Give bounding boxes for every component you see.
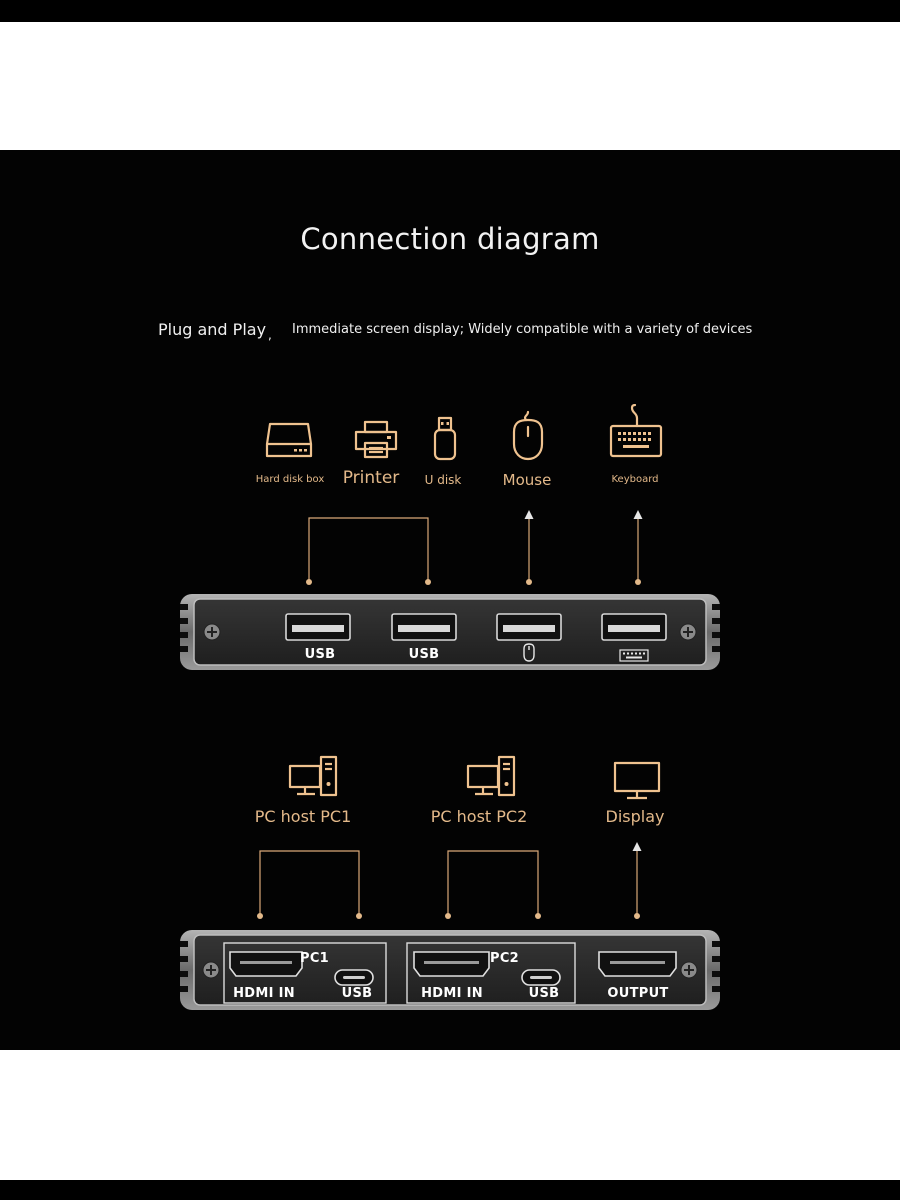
arrow-display — [632, 842, 642, 851]
pc1-usb-label: USB — [341, 986, 373, 1001]
monitor-icon — [613, 761, 661, 800]
screw-left — [203, 623, 221, 641]
pc2-tag: PC2 — [490, 951, 520, 966]
printer-icon — [354, 420, 398, 459]
subtitle-lead: Plug and Play — [158, 320, 267, 339]
pc2-usb-label: USB — [528, 986, 560, 1001]
top-border — [0, 0, 900, 22]
subtitle-text: Immediate screen display; Widely compati… — [292, 322, 753, 337]
label-pc-host-pc1: PC host PC1 — [254, 807, 352, 826]
arrow-mouse — [524, 510, 534, 519]
label-display: Display — [605, 807, 665, 826]
label-mouse: Mouse — [502, 471, 552, 489]
label-hard-disk-box: Hard disk box — [255, 474, 325, 485]
hard-disk-icon — [265, 422, 313, 458]
connector-pc2 — [447, 850, 539, 916]
label-printer: Printer — [342, 468, 400, 488]
mouse-icon — [512, 410, 544, 461]
pc2-hdmi-label: HDMI IN — [421, 986, 483, 1001]
pc-host-icon — [466, 755, 516, 797]
pc1-tag: PC1 — [300, 951, 330, 966]
connector-usb-storage — [308, 517, 429, 582]
label-keyboard: Keyboard — [611, 474, 659, 485]
screw-right — [679, 623, 697, 641]
pc1-group-frame — [223, 942, 387, 1004]
usb-port-2-label: USB — [408, 647, 440, 662]
mouse-icon — [523, 643, 535, 662]
connector-pc1 — [259, 850, 360, 916]
pc1-hdmi-label: HDMI IN — [233, 986, 295, 1001]
usb-port-1-label: USB — [304, 647, 336, 662]
label-pc-host-pc2: PC host PC2 — [430, 807, 528, 826]
screw-left — [202, 961, 220, 979]
kvm-usb-panel — [180, 594, 720, 670]
bottom-border — [0, 1180, 900, 1200]
subtitle-separator: , — [268, 328, 272, 342]
pc2-group-frame — [406, 942, 576, 1004]
kvm-hdmi-panel — [180, 930, 720, 1010]
screw-right — [680, 961, 698, 979]
arrow-keyboard — [633, 510, 643, 519]
diagram-title: Connection diagram — [300, 222, 600, 256]
keyboard-icon — [609, 404, 663, 458]
pc-host-icon — [288, 755, 338, 797]
usb-stick-icon — [433, 416, 457, 461]
output-label: OUTPUT — [607, 986, 669, 1001]
keyboard-icon — [619, 649, 649, 662]
label-u-disk: U disk — [424, 473, 462, 487]
